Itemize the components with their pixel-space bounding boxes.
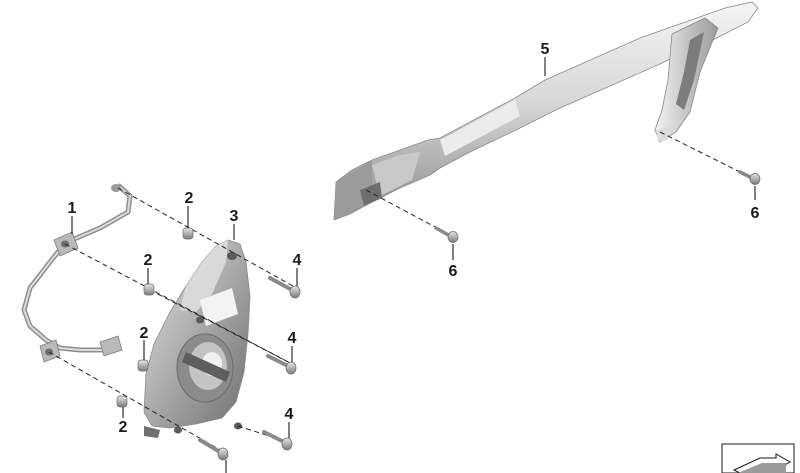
spacer-sleeve-d bbox=[116, 395, 128, 408]
cover-screw-a bbox=[268, 276, 301, 299]
chain-guard-screw-b bbox=[738, 170, 761, 185]
callout-6-left: 6 bbox=[449, 263, 458, 280]
cover-screw-b bbox=[266, 354, 297, 375]
callout-labels: 1 2 3 2 4 2 4 4 2 5 6 6 bbox=[68, 41, 760, 436]
chain-guard-screw-a bbox=[434, 226, 459, 243]
leader-lines bbox=[71, 57, 756, 473]
spacer-sleeves bbox=[116, 227, 194, 408]
sprocket-cover-gasket bbox=[21, 183, 133, 363]
spacer-sleeve-a bbox=[182, 227, 194, 240]
callout-1: 1 bbox=[68, 200, 77, 217]
spacer-sleeve-b bbox=[143, 283, 155, 296]
callout-6-right: 6 bbox=[751, 205, 760, 222]
cover-screw-c bbox=[262, 430, 293, 451]
callout-3: 3 bbox=[230, 208, 239, 225]
chain-guard bbox=[333, 1, 759, 221]
sprocket-cover bbox=[143, 239, 251, 438]
callout-2-bottom: 2 bbox=[119, 419, 128, 436]
cover-screw-d bbox=[198, 438, 229, 461]
callout-4-bottom: 4 bbox=[285, 406, 294, 423]
callout-2-lower-mid: 2 bbox=[140, 325, 149, 342]
cover-screws bbox=[198, 276, 301, 461]
callout-2-top: 2 bbox=[185, 190, 194, 207]
callout-4-top: 4 bbox=[293, 252, 302, 269]
callout-4-mid: 4 bbox=[288, 330, 297, 347]
callout-2-upper-mid: 2 bbox=[144, 252, 153, 269]
chain-guard-screws bbox=[434, 170, 761, 243]
corner-arrow-icon bbox=[721, 443, 795, 473]
callout-5: 5 bbox=[541, 41, 550, 58]
spacer-sleeve-c bbox=[137, 359, 149, 372]
